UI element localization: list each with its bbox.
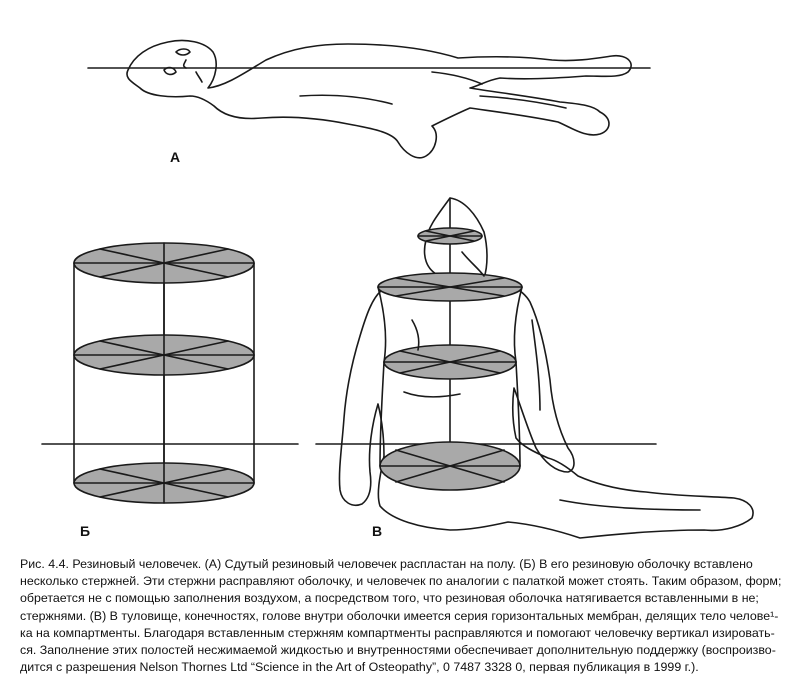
caption-line: Рис. 4.4. Резиновый человечек. (А) Сдуты… [20, 557, 753, 571]
upright-man-outline [338, 197, 754, 539]
deflated-man-outline [126, 39, 632, 159]
panel-label-b: Б [80, 523, 90, 539]
caption-line: ка на компартменты. Благодаря вставленны… [20, 625, 775, 640]
fold-belly [403, 391, 461, 398]
membrane-hips [379, 441, 521, 491]
panel-label-a: А [170, 149, 180, 165]
torso-side-left [379, 361, 385, 467]
deflated-man-mouth [195, 71, 203, 83]
fold-leg [559, 499, 701, 511]
deflated-man-body-fold [299, 94, 393, 105]
membrane-shoulders [377, 272, 523, 302]
panel-v-compartment-man: В [315, 197, 754, 539]
panel-b-rod-cylinder: Б [41, 242, 299, 539]
deflated-man-eye-right [163, 66, 177, 76]
panel-label-v: В [372, 523, 382, 539]
caption-line: дится с разрешения Nelson Thornes Ltd “S… [20, 660, 699, 675]
membrane-middle [73, 334, 255, 376]
panel-a-deflated-man: А [87, 39, 651, 165]
torso-side-right [515, 361, 521, 467]
deflated-man-leg-fold [479, 95, 567, 109]
deflated-man-nose [182, 59, 187, 69]
fold-neck [461, 251, 485, 277]
deflated-man-eye-left [175, 48, 191, 56]
deflated-man-arm-fold [431, 71, 483, 85]
membrane-head [417, 227, 483, 245]
fold-arm-right [531, 319, 541, 411]
figure-caption: Рис. 4.4. Резиновый человечек. (А) Сдуты… [20, 556, 782, 676]
caption-line: несколько стержней. Эти стержни расправл… [20, 574, 782, 589]
caption-line: ся. Заполнение этих полостей несжимаемой… [20, 643, 776, 658]
membrane-waist [383, 344, 517, 380]
torso-upper-left [377, 286, 387, 363]
figure-illustration: А [41, 39, 754, 539]
caption-line: стержнями. (В) В туловище, конечностях, … [20, 608, 779, 623]
membrane-top [73, 242, 255, 284]
torso-upper-right [513, 286, 523, 363]
fold-chest [411, 319, 420, 351]
membrane-bottom [73, 462, 255, 504]
caption-line: обретается не с помощью заполнения возду… [20, 591, 759, 606]
